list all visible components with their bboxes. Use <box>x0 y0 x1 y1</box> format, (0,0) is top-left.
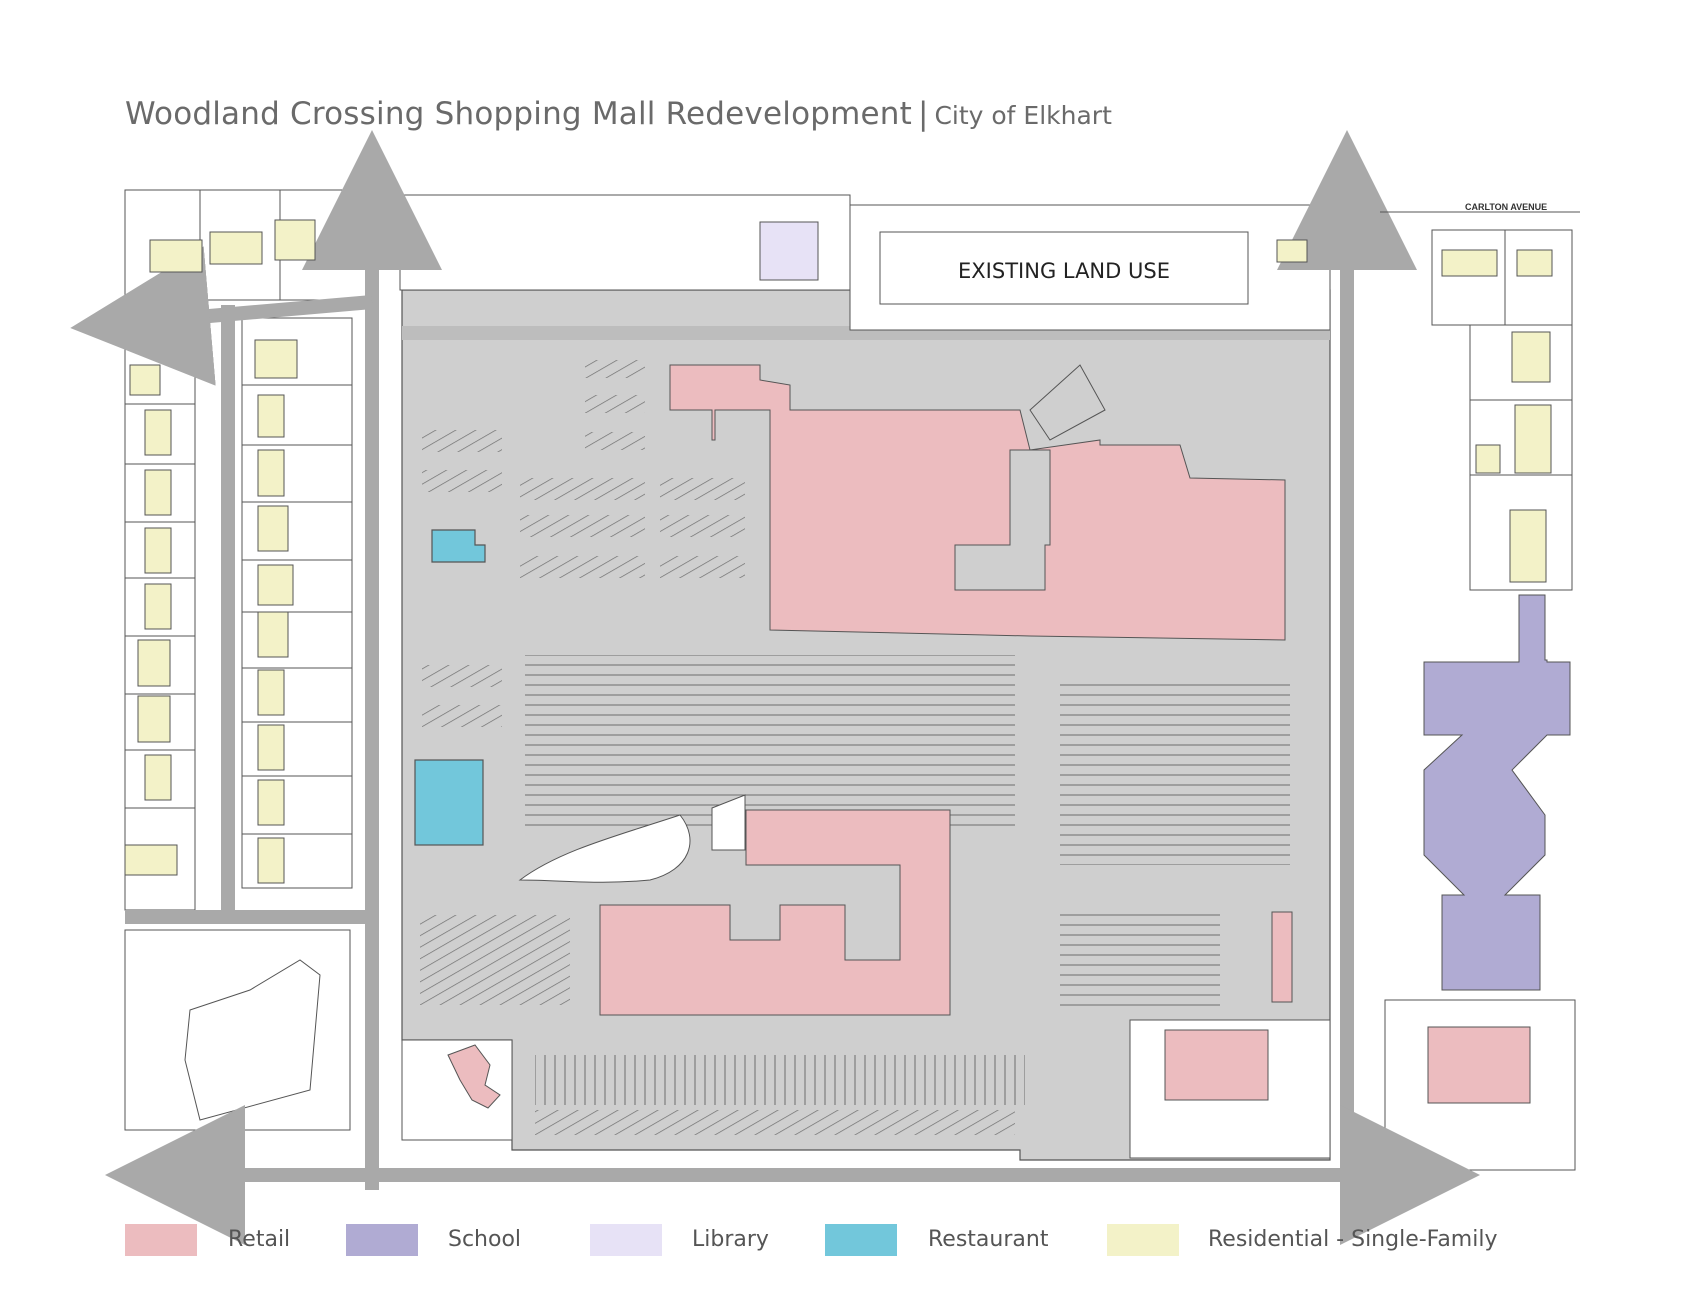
title-main: Woodland Crossing Shopping Mall Redevelo… <box>125 96 912 132</box>
legend-label-restaurant: Restaurant <box>928 1227 1049 1252</box>
existing-land-use-box <box>879 231 1249 305</box>
legend-label-residential: Residential - Single-Family <box>1208 1227 1498 1252</box>
street-label: CARLTON AVENUE <box>1465 202 1547 212</box>
mall-corridor <box>954 364 1106 591</box>
west-neighborhood <box>124 189 371 1131</box>
legend-label-school: School <box>448 1227 522 1252</box>
school-building <box>1423 594 1571 991</box>
title-separator: | <box>917 96 929 132</box>
legend-swatch-library <box>590 1224 662 1256</box>
restaurant-buildings <box>414 529 486 846</box>
roads <box>70 130 1480 1245</box>
title-subtitle: City of Elkhart <box>934 101 1112 130</box>
retail-buildings <box>447 364 1531 1109</box>
legend-label-library: Library <box>692 1227 769 1252</box>
legend-label-retail: Retail <box>228 1227 291 1252</box>
legend-swatch-restaurant <box>825 1224 897 1256</box>
parking-stalls <box>420 360 1290 1135</box>
existing-land-use-label: EXISTING LAND USE <box>958 259 1170 283</box>
residential-houses <box>124 219 1553 884</box>
legend-swatch-school <box>346 1224 418 1256</box>
map-title: Woodland Crossing Shopping Mall Redevelo… <box>125 96 1112 132</box>
legend-swatch-residential <box>1107 1224 1179 1256</box>
legend-swatch-retail <box>125 1224 197 1256</box>
library-building <box>759 221 819 281</box>
